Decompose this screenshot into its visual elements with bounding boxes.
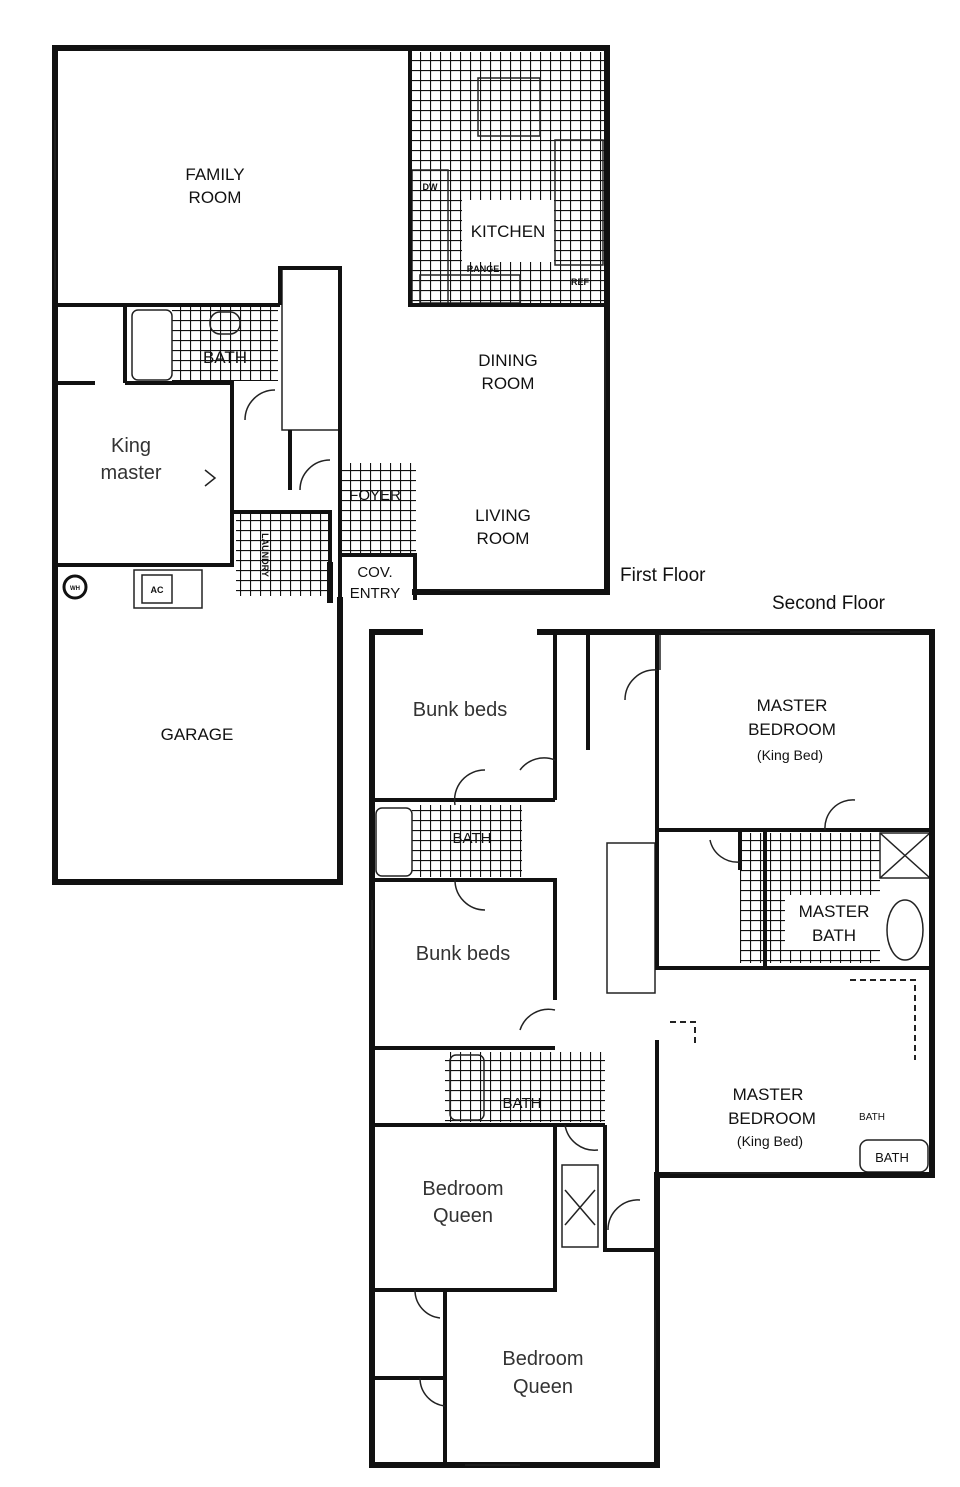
bath-small-label: BATH [859,1112,885,1123]
bath-tile [172,307,278,381]
foyer-label: FOYER [349,487,401,504]
ac-unit [133,569,203,609]
bath-1-tile [412,805,522,877]
foyer-tile [338,463,416,555]
kitchen-island [477,77,541,137]
linen-closet [561,1164,599,1248]
bunk-beds-2-label: Bunk beds [416,943,511,965]
first-floor-interior-walls [55,48,607,600]
windows [371,631,900,1466]
bath-2-tile [445,1052,605,1122]
kitchen-label: KITCHEN [471,222,546,241]
door-swings [204,389,331,491]
counter-right [554,139,604,266]
first-floor-title: First Floor [620,565,706,586]
cov-entry-label: COV.ENTRY [350,564,401,602]
bathtub-1-icon [375,807,413,877]
kitchen-label-area [462,200,554,262]
bath-1-label: BATH [453,830,492,847]
bathtub-icon [131,309,173,381]
closet-x [564,1189,596,1226]
second-floor-interior-walls [372,632,932,1465]
laundry-label: LAUNDRY [260,533,270,577]
master-tub-icon [886,899,924,961]
shower-x [879,832,931,879]
sink-icon [209,311,241,335]
bathtub-2-icon [449,1054,485,1121]
stairs-first-floor [281,267,341,431]
bath-tub-label: BATH [875,1150,909,1165]
windows [54,49,606,881]
closet-dashes [670,979,916,1060]
laundry-tile [236,512,330,596]
dishwasher-label: DW [423,182,438,192]
ac-label: AC [151,585,164,595]
kitchen-tile [412,52,604,304]
master-bath-label-area [785,895,880,950]
garage-label: GARAGE [161,725,234,744]
ac-icon [141,574,173,604]
bath-label: BATH [203,348,247,367]
second-floor-title: Second Floor [772,593,886,614]
bunk-beds-1-label: Bunk beds [413,699,508,721]
stairs-second-floor [606,842,656,994]
water-heater-icon [62,574,88,600]
water-heater-label: WH [70,586,80,592]
bath-2-label: BATH [503,1095,542,1112]
refrigerator-label: REF [571,277,590,287]
range-label: RANGE [467,264,500,274]
door-swings [414,669,856,1407]
